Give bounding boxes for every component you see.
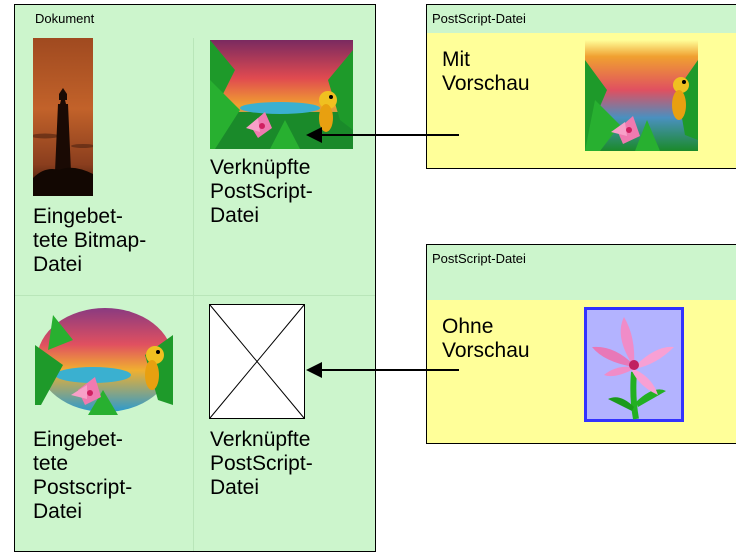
document-title: Dokument xyxy=(35,11,95,26)
document-divider xyxy=(193,38,194,551)
arrow-with-preview xyxy=(306,124,460,146)
postscript-with-preview-label: Mit Vorschau xyxy=(442,48,530,95)
flower-image xyxy=(584,307,684,422)
postscript-without-preview-header xyxy=(427,245,736,300)
jungle-preview-image xyxy=(210,40,353,149)
lighthouse-image xyxy=(33,38,93,196)
document-row-divider xyxy=(15,295,375,296)
item-label-linked-postscript-2: Verknüpfte PostScript- Datei xyxy=(210,428,313,499)
arrow-without-preview xyxy=(306,359,460,381)
jungle-source-image xyxy=(585,40,698,151)
jungle-embedded-image xyxy=(33,305,176,415)
postscript-with-preview-title: PostScript-Datei xyxy=(432,11,526,26)
postscript-without-preview-label: Ohne Vorschau xyxy=(442,315,530,362)
item-label-embedded-bitmap: Eingebet- tete Bitmap- Datei xyxy=(33,205,147,276)
item-label-embedded-postscript: Eingebet- tete Postscript- Datei xyxy=(33,428,133,523)
postscript-without-preview-title: PostScript-Datei xyxy=(432,251,526,266)
placeholder-box xyxy=(209,304,305,419)
item-label-linked-postscript-1: Verknüpfte PostScript- Datei xyxy=(210,156,313,227)
postscript-with-preview-header xyxy=(427,5,736,33)
